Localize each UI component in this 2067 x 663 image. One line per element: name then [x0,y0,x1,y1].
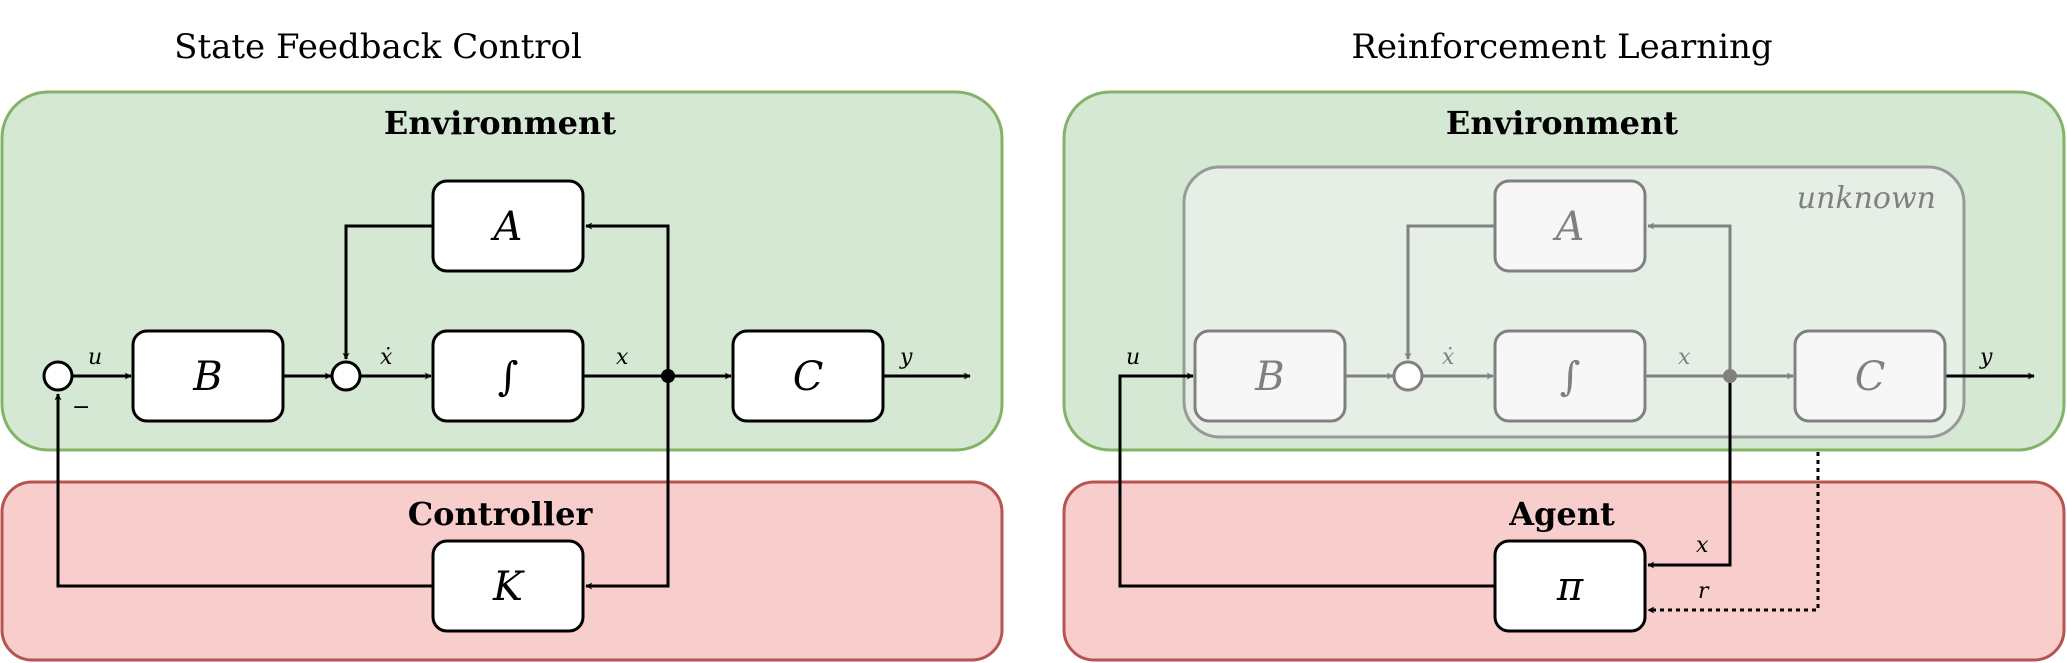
block-A-label: A [490,204,523,250]
state-summing-junction [330,360,362,392]
signal-xdot-label: ẋ [1442,345,1455,370]
unknown-label: unknown [1797,181,1936,216]
block-B [1193,329,1347,423]
signal-u-label: u [88,345,102,370]
block-B [131,329,285,423]
block-B-label: B [1254,354,1284,400]
signal-x-to-agent-label: x [1696,533,1709,558]
signal-wires [54,222,971,590]
right-title: Reinforcement Learning [1351,27,1772,67]
input-summing-junction [42,360,74,392]
signal-xdot-label: ẋ [380,345,393,370]
unknown-system-wires [1346,222,1794,380]
block-policy-label: π [1556,564,1584,610]
state-summing-junction [1392,360,1424,392]
signal-y-label: y [1979,345,1993,370]
signal-reward-label: r [1698,579,1710,604]
block-A [431,179,585,273]
block-A-label: A [1552,204,1585,250]
unknown-system-region [1182,165,1966,439]
controller-label: Controller [408,495,594,533]
state-feedback-diagram: State Feedback Control Environment Contr… [0,27,1004,662]
agent-label: Agent [1508,495,1615,533]
environment-label: Environment [384,104,616,142]
block-integrator [1493,329,1647,423]
signal-x-label: x [616,345,629,370]
signal-minus-sign: − [72,395,90,420]
environment-label: Environment [1446,104,1678,142]
state-branch-point [1723,369,1737,383]
block-C [1793,329,1947,423]
block-C [731,329,885,423]
block-K-label: K [492,564,525,610]
block-integrator-label: ∫ [1560,354,1581,400]
signal-x-label: x [1678,345,1691,370]
block-policy [1493,539,1647,633]
block-C-label: C [1855,354,1886,400]
left-title: State Feedback Control [174,27,582,67]
block-B-label: B [192,354,222,400]
signal-u-label: u [1126,345,1140,370]
block-integrator-label: ∫ [498,354,519,400]
signal-y-label: y [899,345,913,370]
block-C-label: C [793,354,824,400]
block-integrator [431,329,585,423]
agent-signal-wires [1118,372,2035,588]
reinforcement-learning-diagram: Reinforcement Learning Environment Agent… [1062,27,2066,662]
block-A [1493,179,1647,273]
block-K [431,539,585,633]
state-branch-point [661,369,675,383]
